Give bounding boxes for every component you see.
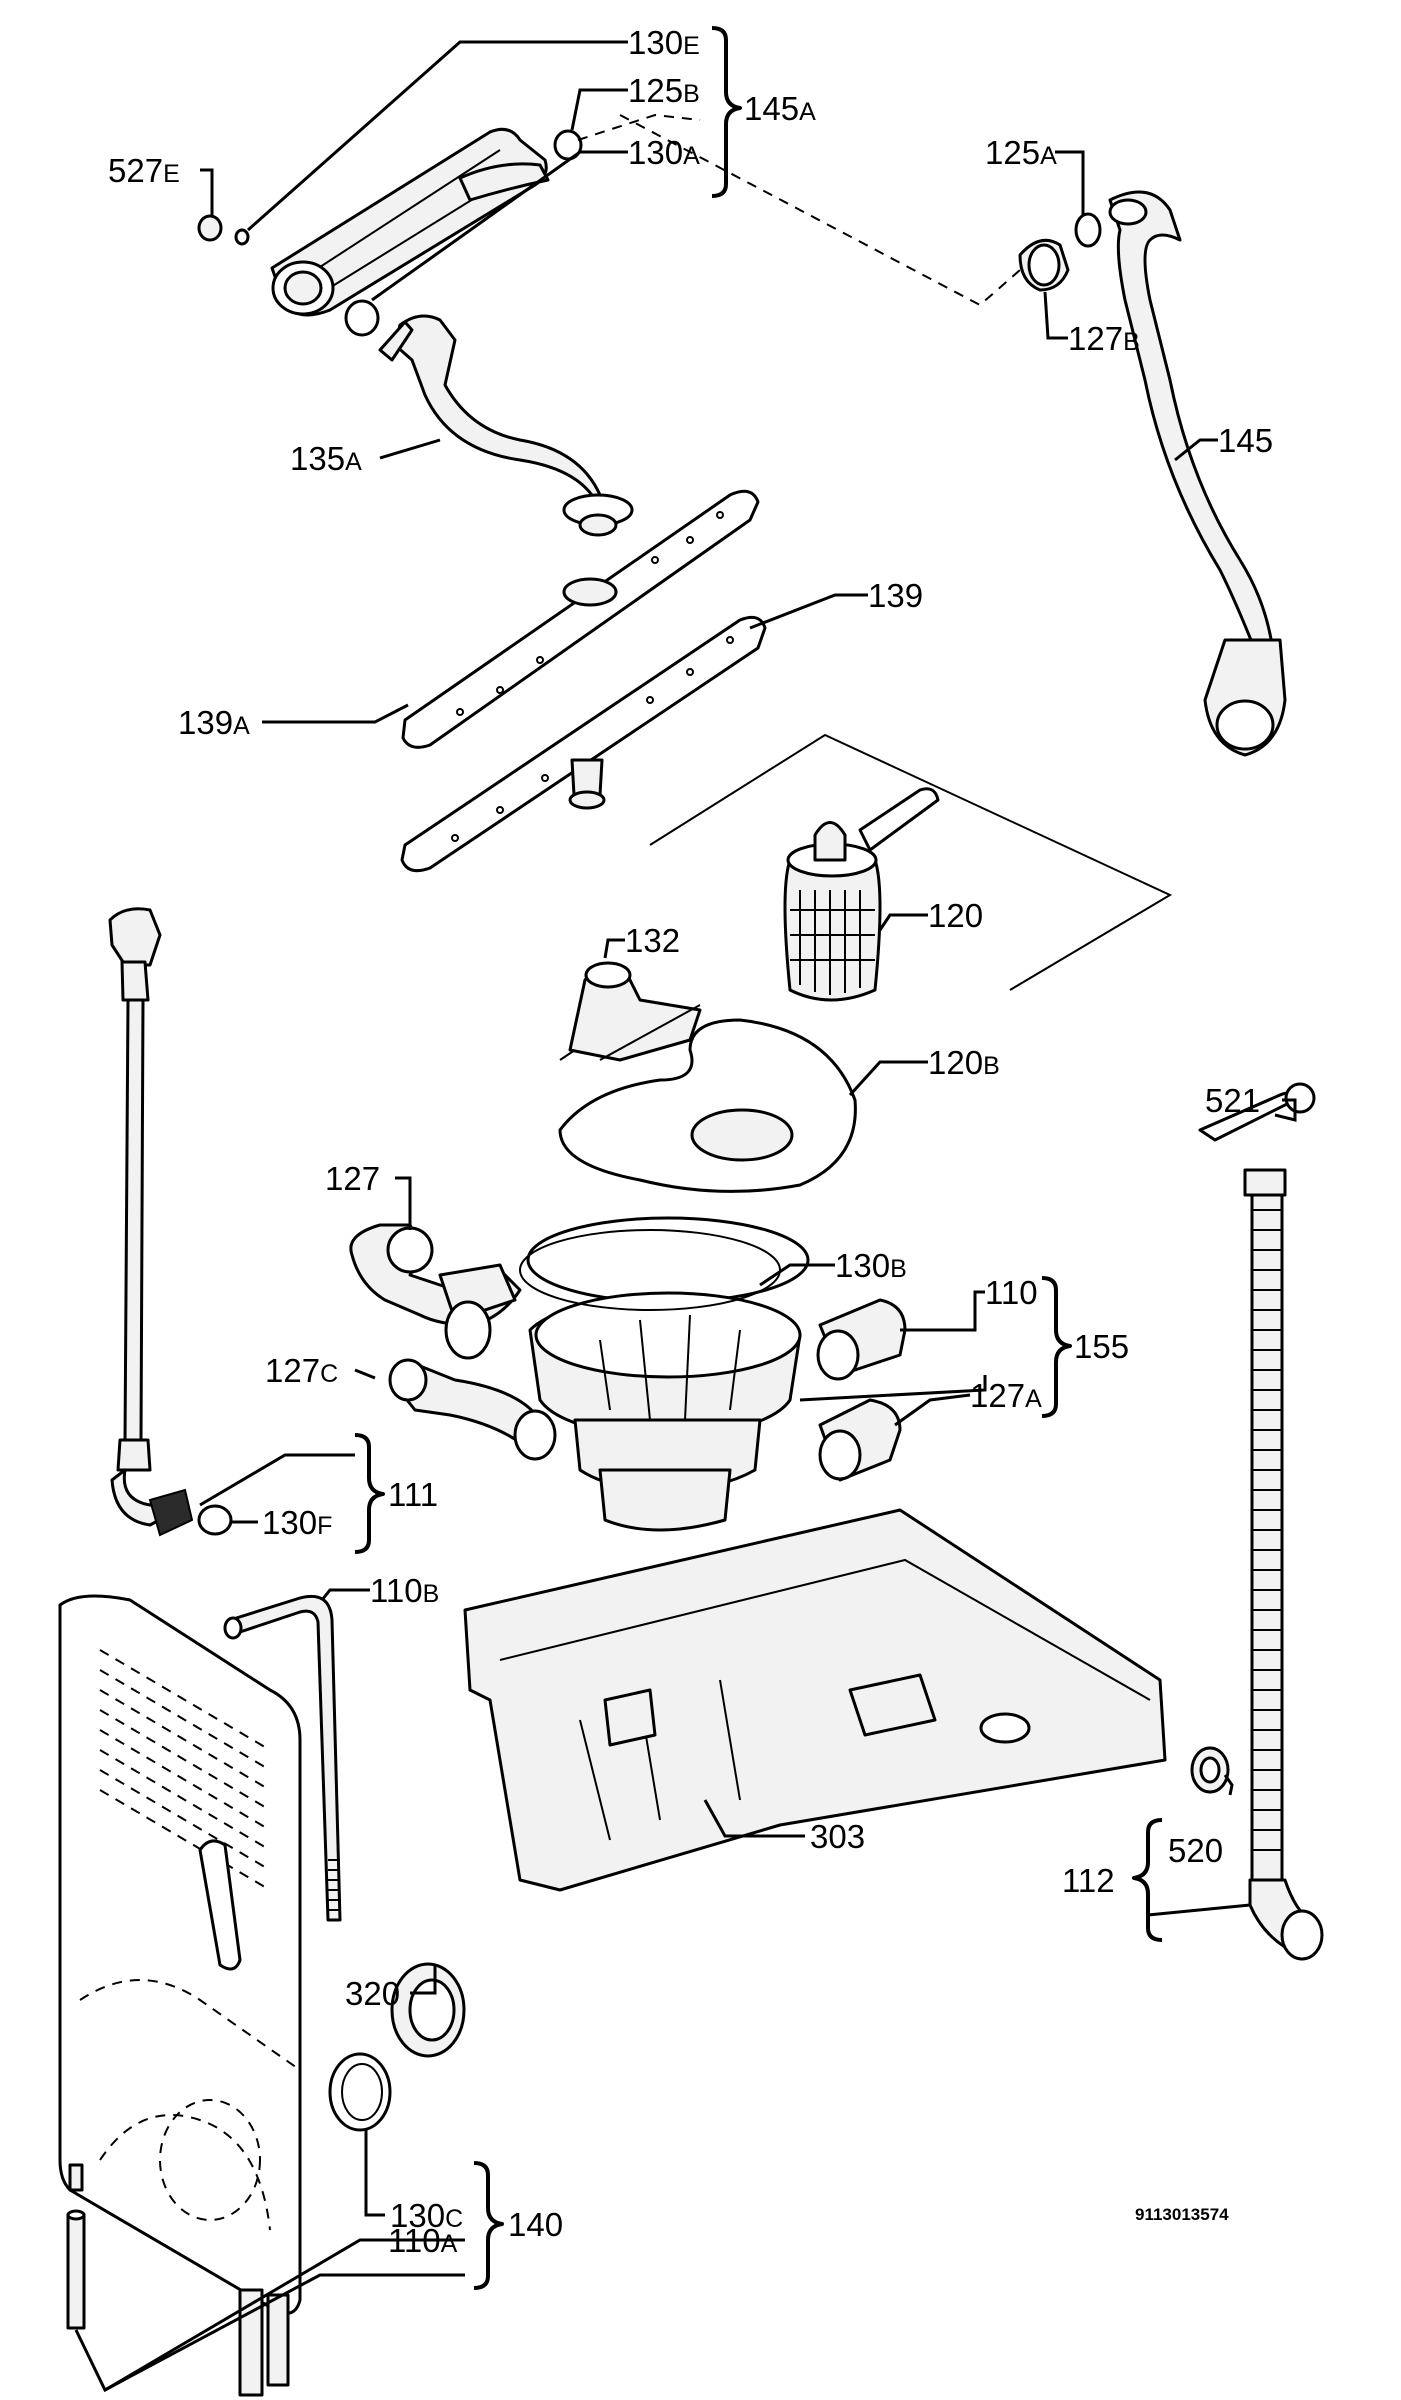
label-527e: 527E bbox=[108, 152, 180, 189]
label-135a: 135A bbox=[290, 440, 362, 477]
nut-527e bbox=[197, 214, 250, 246]
hose-110b bbox=[223, 1594, 342, 1922]
spray-arm-139a bbox=[401, 489, 760, 749]
label-139a: 139A bbox=[178, 704, 250, 741]
label-145a: 145A bbox=[744, 90, 816, 127]
label-132: 132 bbox=[625, 922, 680, 959]
hose-127c bbox=[388, 1358, 557, 1461]
label-320: 320 bbox=[345, 1975, 400, 2012]
label-140: 140 bbox=[508, 2206, 563, 2243]
label-120b: 120B bbox=[928, 1044, 1000, 1081]
part-132 bbox=[559, 961, 702, 1062]
upper-spray-arm-145a bbox=[270, 127, 550, 317]
label-127b: 127B bbox=[1068, 320, 1140, 357]
spray-arm-139 bbox=[400, 615, 767, 873]
leader-lines bbox=[74, 40, 1297, 2393]
callout-labels: 130E 125B 130A 145A 527E 125A 127B 135A … bbox=[108, 24, 1273, 2259]
label-110a: 110A bbox=[388, 2222, 458, 2259]
label-127c: 127C bbox=[265, 1352, 338, 1389]
sump-155 bbox=[526, 1216, 810, 1532]
label-130f: 130F bbox=[262, 1504, 332, 1541]
filter-120 bbox=[649, 733, 1173, 1002]
label-110b: 110B bbox=[370, 1572, 439, 1609]
label-145: 145 bbox=[1218, 422, 1273, 459]
label-130a: 130A bbox=[628, 134, 700, 171]
label-130b: 130B bbox=[835, 1247, 907, 1284]
label-130e: 130E bbox=[628, 24, 700, 61]
clamp-520 bbox=[1190, 1746, 1230, 1794]
label-127a: 127A bbox=[970, 1377, 1042, 1414]
inlet-hose-111 bbox=[108, 907, 233, 1537]
label-125b: 125B bbox=[628, 72, 700, 109]
feed-pipe-135a bbox=[378, 314, 634, 537]
label-155: 155 bbox=[1074, 1328, 1129, 1365]
drawing-reference-number: 9113013574 bbox=[1135, 2205, 1229, 2224]
label-120: 120 bbox=[928, 897, 983, 934]
braces bbox=[354, 26, 1163, 2290]
coupling-110 bbox=[816, 1298, 907, 1381]
gasket-120b bbox=[558, 1018, 857, 1193]
coupling-127a bbox=[818, 1398, 902, 1482]
o-ring-130c bbox=[328, 2052, 392, 2132]
label-130c: 130C bbox=[390, 2197, 463, 2234]
label-125a: 125A bbox=[985, 134, 1057, 171]
hose-127 bbox=[349, 1223, 522, 1360]
label-110: 110 bbox=[985, 1274, 1038, 1311]
seal-320 bbox=[390, 1962, 466, 2058]
pipe-110a bbox=[66, 2209, 86, 2330]
drain-hose-145 bbox=[1108, 190, 1287, 757]
label-127: 127 bbox=[325, 1160, 380, 1197]
base-303 bbox=[463, 1508, 1167, 1892]
label-111: 111 bbox=[388, 1476, 438, 1513]
tank-140 bbox=[58, 1594, 302, 2397]
o-ring-125a bbox=[1074, 212, 1102, 248]
label-521: 521 bbox=[1205, 1082, 1260, 1119]
label-520: 520 bbox=[1168, 1832, 1223, 1869]
label-112: 112 bbox=[1062, 1862, 1115, 1899]
drain-hose-112 bbox=[1243, 1168, 1324, 1961]
nut-127b bbox=[1018, 238, 1070, 292]
o-ring-130a bbox=[344, 299, 380, 337]
label-303: 303 bbox=[810, 1818, 865, 1855]
label-139: 139 bbox=[868, 577, 923, 614]
